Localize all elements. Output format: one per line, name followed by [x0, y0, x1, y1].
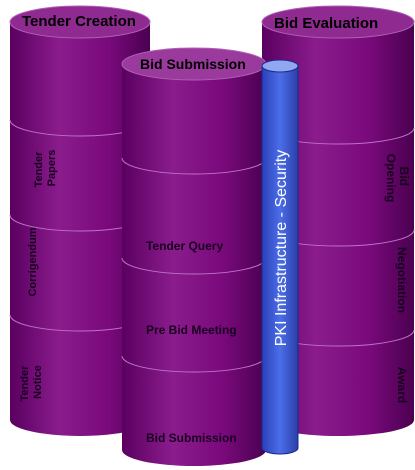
- bid-evaluation-cylinder: Bid Evaluation Bid Opening Negotiation A…: [261, 5, 415, 436]
- tender-papers-label: Tender Papers: [33, 149, 58, 188]
- tender-creation-cylinder: Tender Creation Tender Papers Corrigendu…: [9, 5, 151, 436]
- negotiation-label: Negotiation: [395, 247, 409, 313]
- bid-opening-label: Bid Opening: [384, 154, 411, 203]
- bid-evaluation-title: Bid Evaluation: [274, 15, 378, 32]
- pki-security-pillar: PKI Infrastructure - Security: [261, 59, 299, 455]
- award-label: Award: [395, 367, 409, 403]
- tender-query-label: Tender Query: [146, 239, 223, 253]
- bid-submission-label: Bid Submission: [146, 431, 237, 445]
- bid-submission-cylinder: Bid Submission Tender Query Pre Bid Meet…: [121, 47, 267, 466]
- pre-bid-meeting-label: Pre Bid Meeting: [146, 323, 237, 337]
- corrigendum-label: Corrigendum: [27, 227, 39, 296]
- tender-creation-title: Tender Creation: [22, 13, 136, 30]
- tender-notice-label: Tender Notice: [19, 363, 44, 402]
- bid-submission-title: Bid Submission: [140, 56, 246, 72]
- pki-infrastructure-label: PKI Infrastructure - Security: [273, 150, 290, 347]
